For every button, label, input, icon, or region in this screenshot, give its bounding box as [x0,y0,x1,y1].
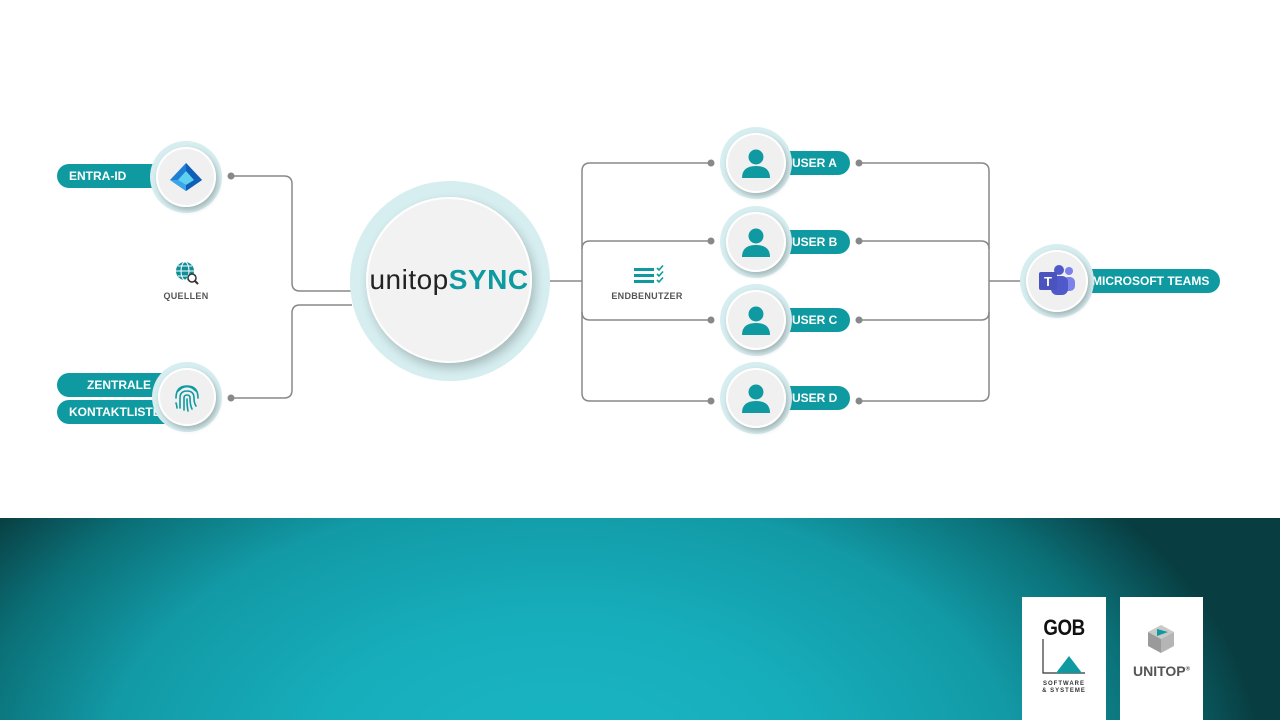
teams-icon: T [1039,265,1075,295]
user-icon [742,228,770,257]
gob-logo-name: GOB [1043,615,1085,640]
contacts-node [152,362,222,432]
unitop-logo-name-text: UNITOP [1132,663,1186,679]
checklist-icon [634,265,664,284]
teams-node: T [1020,244,1094,318]
contacts-label-line2-text: KONTAKTLISTE [69,405,161,419]
user-b-node [720,206,792,278]
gob-tagline: SOFTWARE & SYSTEME [1022,681,1106,695]
connector-lines [227,159,1024,405]
user-b-label-text: USER B [792,235,838,249]
brand-light-text: unitop [369,264,449,295]
gob-logo: GOB SOFTWARE & SYSTEME [1022,597,1106,720]
endusers-caption: ENDBENUTZER [611,291,683,301]
user-a-label-text: USER A [792,156,837,170]
user-icon [742,306,770,335]
gob-tagline-line2: & SYSTEME [1042,688,1086,694]
user-c-node [720,284,792,356]
user-icon [742,149,770,178]
unitop-trademark: ® [1185,666,1191,673]
brand-bold-text: SYNC [448,264,529,295]
entra-id-node [150,141,222,213]
fingerprint-icon [175,385,199,412]
entra-id-label-text: ENTRA-ID [69,169,127,183]
user-d-node [720,362,792,434]
unitop-sync-hub: unitopSYNC [350,181,550,381]
user-a-node [720,127,792,199]
user-d-label-text: USER D [792,391,838,405]
gob-mark-icon [1042,639,1085,674]
unitop-cube-icon [1148,625,1174,653]
teams-label-text: MICROSOFT TEAMS [1092,274,1210,288]
entra-id-icon [170,163,202,191]
contacts-label-line1: ZENTRALE [57,373,167,397]
user-icon [742,384,770,413]
svg-text:T: T [1044,274,1052,289]
user-c-label-text: USER C [792,313,838,327]
unitop-logo: UNITOP® [1120,597,1203,720]
globe-search-icon [176,261,199,285]
gob-tagline-line1: SOFTWARE [1043,681,1085,687]
sources-caption: QUELLEN [163,291,209,301]
unitop-logo-name: UNITOP® [1120,663,1203,679]
footer-banner: GOB SOFTWARE & SYSTEME UNITOP® [0,518,1280,720]
contacts-label-line1-text: ZENTRALE [87,378,151,392]
sync-diagram: ENTRA-ID QUELLEN ZENTRALE KONTAKTLISTE [57,127,1220,434]
unitop-sync-logo: unitopSYNC [369,264,528,296]
